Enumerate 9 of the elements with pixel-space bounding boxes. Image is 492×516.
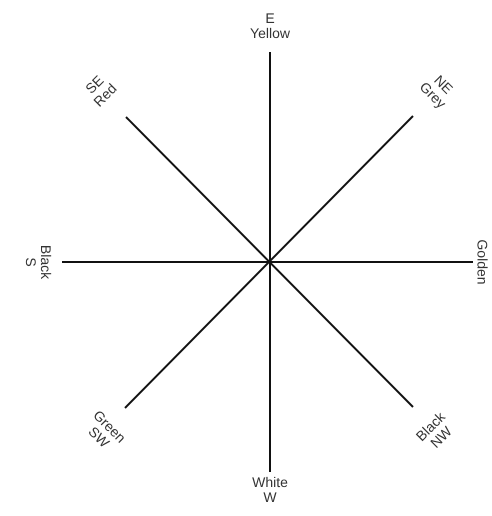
direction-label: S [23, 257, 38, 267]
direction-label: Yellow [250, 26, 290, 41]
direction-label: W [263, 490, 277, 505]
line [269, 52, 271, 472]
direction-label: Black [38, 244, 53, 280]
direction-label: Golden [474, 239, 490, 285]
line [62, 261, 473, 263]
direction-label: White [252, 475, 288, 490]
direction-label: E [265, 11, 275, 26]
